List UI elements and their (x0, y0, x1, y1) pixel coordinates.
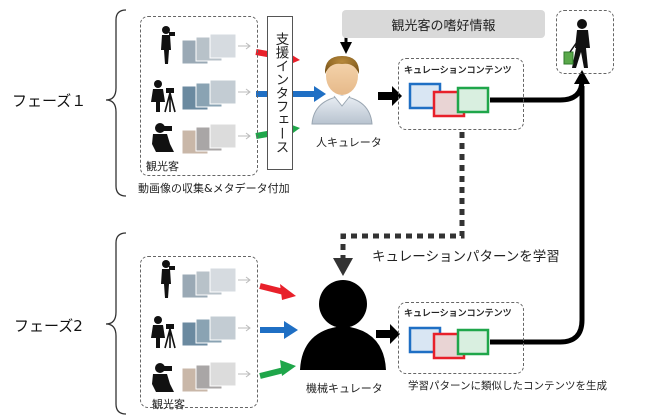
phase2-thumbnails (181, 267, 251, 393)
walking-tourist-figure (563, 19, 590, 68)
support-interface-box: 支援インタフェース (267, 16, 293, 170)
learning-dashed-path (340, 132, 465, 262)
generate-caption: 学習パターンに類似したコンテンツを生成 (408, 380, 607, 392)
machine-curator-label: 機械キュレータ (306, 382, 383, 395)
phase2-tourist-figures (151, 260, 176, 392)
learning-label: キュレーションパターンを学習 (372, 249, 560, 265)
phase1-collect-caption: 動画像の収集&メタデータ付加 (138, 182, 290, 195)
phase2-content-title: キュレーションコンテンツ (404, 309, 512, 319)
phase1-tourist-figures (151, 26, 176, 152)
phase2-tourists-box (140, 256, 258, 408)
phase2-color-arrows (259, 283, 298, 379)
phase1-content-title: キュレーションコンテンツ (404, 66, 512, 76)
phase1-thumbnails (181, 33, 251, 155)
human-curator-avatar (311, 56, 373, 125)
phase1-brace (105, 9, 127, 197)
arrow-curator-to-content-2 (376, 324, 400, 344)
phase2-brace (105, 232, 127, 415)
feedback-path-2 (490, 86, 585, 345)
walking-tourist-box (556, 10, 614, 74)
machine-curator-silhouette (300, 280, 386, 370)
phase1-tourists-box (140, 16, 258, 176)
phase2-content-box (398, 302, 524, 374)
phase2-content-frames (408, 326, 490, 360)
phase1-tourist-label: 観光客 (146, 160, 179, 173)
phase1-content-box (398, 58, 524, 130)
phase2-tourist-label: 観光客 (152, 398, 185, 411)
arrow-curator-to-content-1 (378, 86, 402, 106)
tourist-preference-box: 観光客の嗜好情報 (342, 10, 545, 38)
phase2-label: フェーズ2 (14, 317, 83, 335)
human-curator-label: 人キュレータ (316, 136, 382, 149)
phase1-label: フェーズ１ (12, 92, 87, 110)
phase1-content-frames (408, 82, 490, 118)
